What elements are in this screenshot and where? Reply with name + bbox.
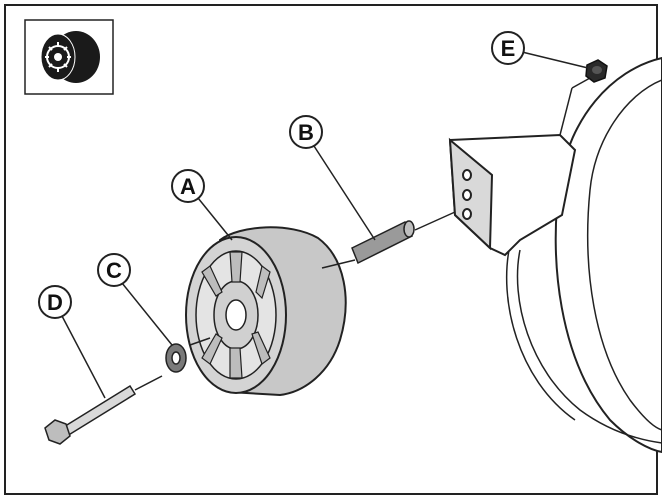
axle-line — [321, 259, 356, 269]
svg-text:E: E — [501, 36, 516, 61]
callout-a: A — [171, 169, 205, 203]
wheel-a — [185, 226, 347, 397]
axle-line-bolt — [134, 375, 163, 391]
mower-deck — [505, 56, 662, 454]
svg-text:C: C — [106, 258, 122, 283]
callout-c: C — [97, 253, 131, 287]
washer-c — [165, 343, 187, 373]
svg-text:D: D — [47, 290, 63, 315]
leader-lines — [61, 51, 589, 399]
svg-text:B: B — [298, 120, 314, 145]
callout-e: E — [491, 31, 525, 65]
wheel-icon — [24, 19, 114, 95]
spacer-b — [351, 220, 415, 265]
axle-line-right — [414, 211, 456, 231]
svg-text:A: A — [180, 174, 196, 199]
callout-d: D — [38, 285, 72, 319]
callout-b: B — [289, 115, 323, 149]
axle-line-left — [189, 337, 211, 346]
bolt-d — [44, 384, 137, 445]
nut-e — [585, 59, 608, 83]
wheel-bracket — [448, 77, 591, 257]
